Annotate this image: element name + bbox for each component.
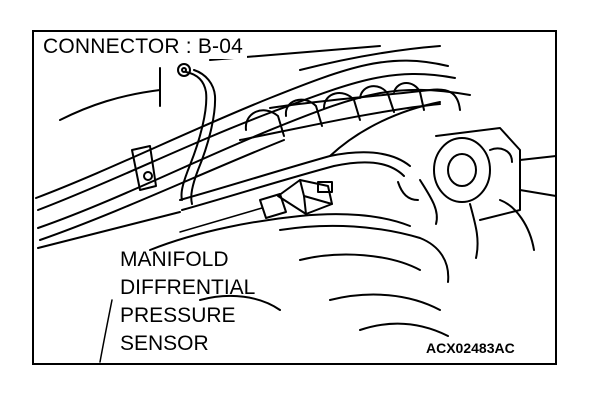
upper-body-panel — [35, 45, 471, 249]
connector-label: CONNECTOR : B-04 — [43, 36, 248, 59]
lower-plenum — [149, 213, 450, 337]
component-label-line-1: MANIFOLD — [120, 248, 229, 271]
throttle-body-assembly — [397, 127, 557, 259]
manifold-pressure-sensor — [259, 179, 333, 219]
label-bracket-line — [99, 299, 113, 363]
component-label: MANIFOLD DIFFRENTIAL PRESSURE SENSOR — [120, 246, 255, 358]
component-label-line-2: DIFFRENTIAL — [120, 276, 256, 299]
component-label-line-4: SENSOR — [120, 332, 209, 355]
vacuum-hose — [177, 63, 217, 205]
figure-code: ACX02483AC — [424, 340, 517, 356]
intake-manifold-runners — [239, 82, 441, 141]
label-leader-line — [179, 207, 263, 233]
figure-frame — [32, 30, 557, 365]
component-label-line-3: PRESSURE — [120, 304, 236, 327]
harness-bracket — [131, 67, 161, 191]
